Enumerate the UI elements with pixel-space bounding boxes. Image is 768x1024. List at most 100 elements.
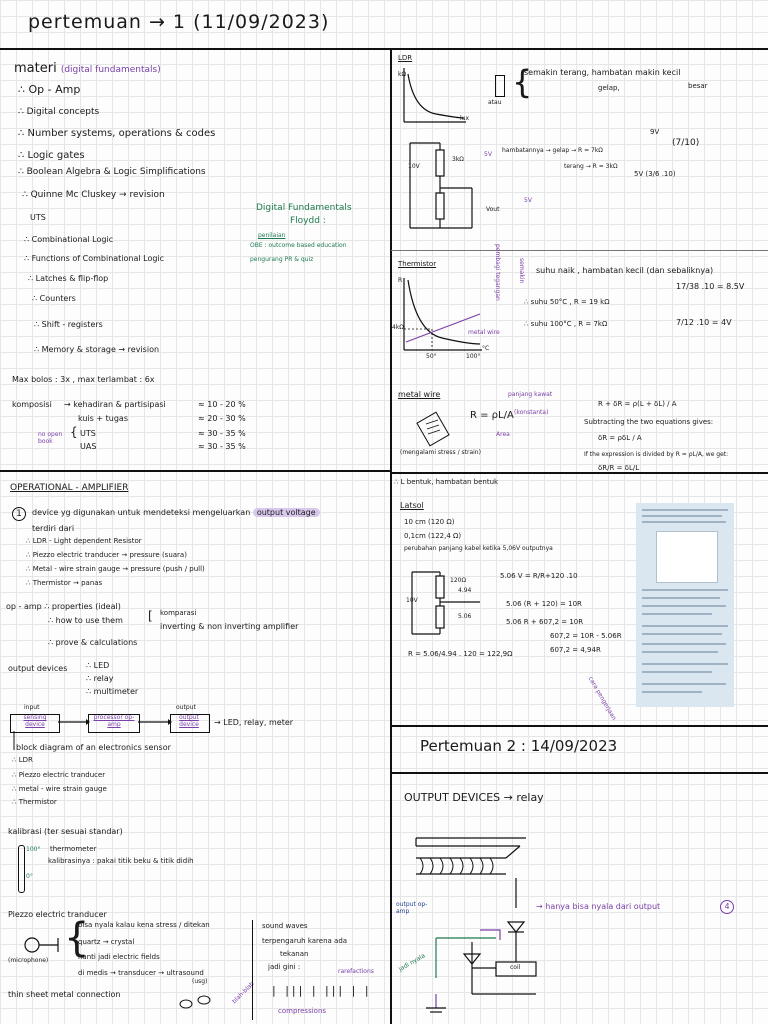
piezzo-note: di medis → transducer → ultrasound [78, 969, 204, 977]
therm-note: suhu naik , hambatan kecil (dan sebalikn… [536, 266, 714, 275]
output-devices-label: output devices [8, 664, 68, 673]
materi-item: Counters [32, 294, 76, 303]
relay-note-number: 4 [720, 900, 734, 914]
metal-text: δR = ρδL / A [598, 434, 642, 442]
microphone-icon [24, 937, 59, 953]
book-author: Floydd : [290, 216, 326, 226]
opamp-number: 1 [12, 507, 26, 521]
divider-right-2 [391, 725, 768, 727]
latsol-eq: 607,2 = 4,94R [550, 646, 601, 654]
metal-text: R + δR = ρ(L + δL) / A [598, 400, 677, 408]
therm-0: 0° [26, 873, 33, 880]
opamp-howto: ∴ how to use them [48, 616, 123, 625]
therm-axis-x: °C [482, 345, 490, 352]
sound-note: terpengaruh karena ada [262, 937, 348, 945]
divider-right-3 [391, 772, 768, 774]
latsol-eq: 5.06 R + 607,2 = 10R [506, 618, 584, 626]
latsol-eq: 5.06 V = R/R+120 .10 [500, 572, 578, 580]
textbook-snippet [636, 503, 734, 707]
komposisi-val: ≈ 30 - 35 % [198, 429, 246, 438]
piezzo-note: quartz → crystal [78, 938, 135, 946]
ldr-calc: (7/10) [672, 138, 700, 148]
therm-calc: ∴ suhu 100°C , R = 7kΩ [524, 320, 608, 328]
sound-note: jadi gini : [268, 963, 301, 971]
output-device: relay [86, 674, 114, 683]
sensor-item: Piezzo electric tranducer [12, 771, 106, 779]
ldr-axis-r: kΩ [398, 71, 407, 78]
opamp-def: device yg digunakan untuk mendeteksi men… [32, 508, 320, 517]
brace: { [70, 425, 78, 439]
strain-gauge-icon [416, 411, 450, 447]
metal-formula: R = ρL/A [470, 410, 514, 421]
kalibrasi-label: kalibrasi (ter sesuai standar) [8, 827, 123, 836]
opamp-def2: terdiri dari [32, 524, 75, 533]
materi-item: Memory & storage → revision [34, 345, 159, 354]
ldr-axis-x: lux [460, 115, 470, 122]
latsol-line: 0,1cm (122,4 Ω) [404, 532, 462, 540]
latsol-line: perubahan panjang kabel ketika 5,06V out… [404, 545, 553, 552]
ldr-atau: atau [488, 99, 502, 106]
opamp-device: Piezzo electric tranducer → pressure (su… [26, 551, 187, 559]
latsol-r1: 120Ω [450, 577, 467, 584]
block-output-label: output [176, 704, 196, 711]
brace: { [512, 63, 533, 101]
metal-text: Subtracting the two equations gives: [584, 418, 714, 426]
metal-mengalami: (mengalami stress / strain) [400, 449, 481, 456]
opamp-prove: ∴ prove & calculations [48, 638, 138, 647]
latsol-eq: R = 5.06/4.94 . 120 = 122,9Ω [408, 650, 513, 658]
materi-subtitle: (digital fundamentals) [60, 65, 161, 75]
thermistor-title: Thermistor [398, 260, 437, 268]
page-title: pertemuan → 1 (11/09/2023) [28, 11, 330, 33]
metal-title: metal wire [398, 390, 441, 399]
piezzo-title: Piezzo electric tranducer [8, 910, 107, 919]
materi-item: Shift - registers [34, 320, 103, 329]
therm-calc: 17/38 .10 = 8.5V [676, 282, 745, 291]
therm-semakin: semakin [518, 258, 525, 284]
block-sensing-label: sensing device [23, 714, 47, 728]
ldr-calc: 5V (3/6 .10) [634, 170, 676, 178]
piezzo-note: bisa nyala kalau kena stress / ditekan [78, 921, 210, 929]
sound-wave-lines: | ||| | ||| | | [272, 984, 372, 997]
book-note: OBE : outcome based education [250, 242, 347, 249]
opamp-def-text: device yg digunakan untuk mendeteksi men… [32, 508, 251, 517]
komposisi-item: kuis + tugas [78, 414, 128, 423]
ldr-note: gelap, [598, 84, 620, 92]
materi-item: Functions of Combinational Logic [24, 254, 164, 263]
block-sensing [10, 714, 60, 733]
book-note: pengurang PR & quiz [250, 256, 314, 263]
therm-tick: 50° [426, 353, 437, 360]
output-device: LED [86, 661, 110, 670]
block-processor [88, 714, 140, 733]
pertemuan2-title: Pertemuan 2 : 14/09/2023 [420, 737, 618, 755]
rarefactions-label: rarefactions [338, 968, 374, 975]
block-output-text: output device [179, 714, 199, 728]
opamp-device: LDR - Light dependent Resistor [26, 537, 142, 545]
metal-text: δR/R = δL/L [598, 464, 640, 472]
sound-note: tekanan [280, 950, 309, 958]
materi-item: Latches & flip-flop [28, 274, 109, 283]
materi-title: materi (digital fundamentals) [14, 61, 161, 77]
metal-area: Area [496, 431, 510, 438]
block-caption: block diagram of an electronics sensor [16, 743, 171, 752]
sensor-item: metal - wire strain gauge [12, 785, 107, 793]
divider-vertical [390, 48, 392, 1024]
relay-coil: coil [510, 964, 521, 971]
ldr-v-label: 10V [408, 163, 420, 170]
relay-note: → hanya bisa nyala dari output [536, 902, 661, 911]
thin-sheet-label: thin sheet metal connection [8, 990, 121, 999]
komposisi-label: komposisi [12, 400, 52, 409]
therm-calc: 7/12 .10 = 4V [676, 318, 732, 327]
ldr-calc: terang → R = 3kΩ [564, 163, 618, 170]
materi-item: Digital concepts [18, 107, 100, 117]
latsol-v: 10V [406, 597, 418, 604]
therm-y4: 4kΩ [392, 324, 404, 331]
relay-output-label: output op-amp [396, 901, 428, 915]
piezzo-note: nanti jadi electric fields [78, 953, 160, 961]
ldr-note: semakin terang, hambatan makin kecil [524, 68, 681, 77]
brace: { [64, 915, 90, 961]
komposisi-item: UAS [80, 442, 97, 451]
divider-right-1 [391, 472, 768, 474]
therm-axis-r: R [398, 277, 403, 284]
open-book-note: no open book [38, 431, 63, 445]
therm-label: thermometer [50, 845, 97, 853]
